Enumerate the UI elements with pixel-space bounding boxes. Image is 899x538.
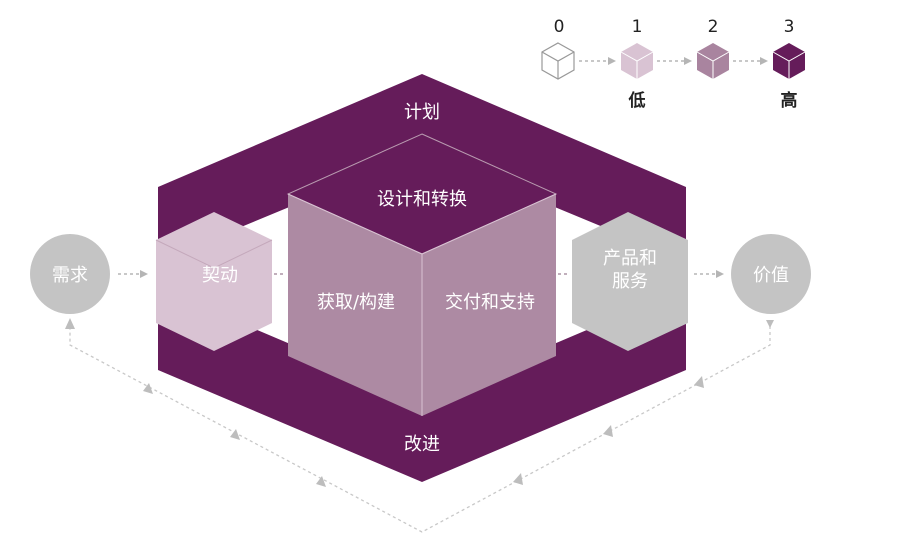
loop-arrow-icon [694,376,704,388]
loop-arrow-icon [603,425,613,437]
legend-number-2: 2 [708,17,719,37]
feedback-loop [69,320,771,533]
legend-cube-2-icon [696,43,730,79]
loop-arrow-icon [230,429,240,440]
engage-label: 契动 [202,265,238,286]
feedback-loop-arrows [65,318,774,487]
loop-arrow-icon [143,383,153,394]
products-services-cube [572,212,688,351]
center-cube-right [422,194,556,416]
legend-number-0: 0 [554,17,565,37]
loop-arrow-down-icon [766,320,774,328]
plan-label: 计划 [404,102,440,123]
loop-arrow-up-icon [65,318,75,329]
legend-number-1: 1 [632,17,643,37]
value-circle [731,234,811,314]
loop-arrow-icon [316,476,326,487]
center-cube [286,133,558,416]
improve-label: 改进 [404,434,440,455]
demand-circle [30,234,110,314]
plan-improve-frame [158,74,686,482]
design-transition-label: 设计和转换 [377,189,467,210]
legend-cube-3-icon [772,43,806,79]
products-services-label-line2: 服务 [612,271,648,292]
legend: 0 1 2 3 低 高 [541,17,806,111]
products-services-label-line1: 产品和 [603,248,657,269]
engage-cube [155,212,273,351]
legend-caption-high: 高 [781,90,798,111]
center-cube-left [288,194,422,416]
legend-cube-0-icon [541,42,575,80]
legend-caption-low: 低 [628,90,646,111]
legend-number-3: 3 [784,17,795,37]
value-label: 价值 [753,265,789,286]
feedback-loop-path [69,320,771,533]
legend-cube-1-icon [620,43,654,79]
loop-arrow-icon [513,473,523,485]
deliver-support-label: 交付和支持 [445,292,535,313]
obtain-build-label: 获取/构建 [317,292,395,313]
demand-label: 需求 [52,265,88,286]
